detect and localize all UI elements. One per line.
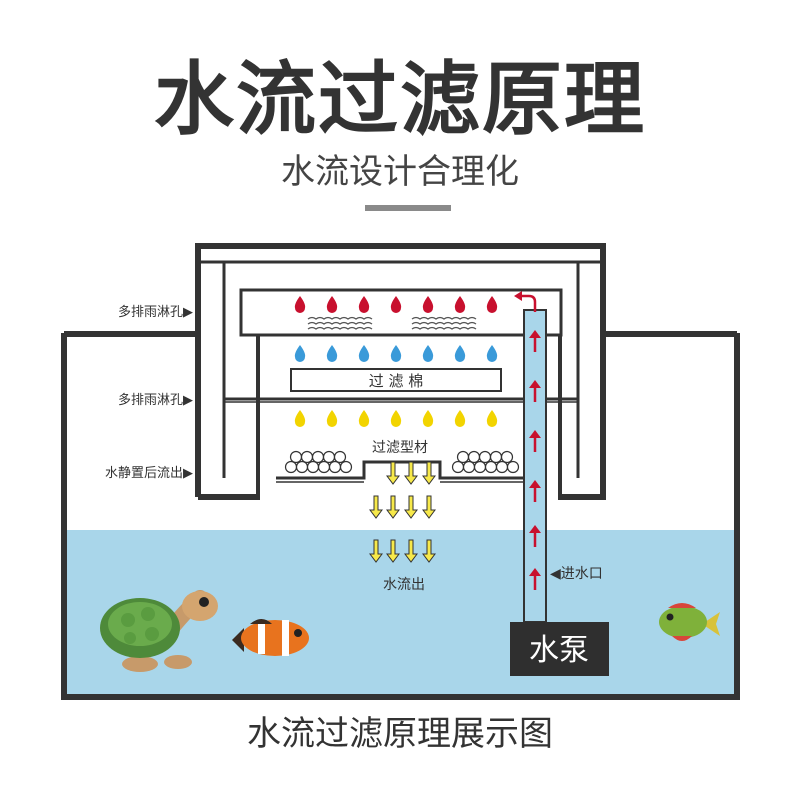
water-drop-icon — [390, 296, 402, 313]
water-drop-icon — [422, 410, 434, 427]
filter-ball-icon — [489, 450, 503, 464]
filter-ball-icon — [478, 450, 492, 464]
down-arrow-icon — [369, 495, 383, 519]
turtle-icon — [100, 590, 218, 672]
filter-ball-icon — [506, 460, 520, 474]
pipe-outlet-arrowhead — [514, 291, 522, 301]
up-arrow-icon — [529, 430, 541, 438]
label-water-inlet: ◀进水口 — [550, 566, 603, 582]
water-drop-icon — [454, 410, 466, 427]
filter-ball-icon — [500, 450, 514, 464]
filter-ball-icon — [295, 460, 309, 474]
filter-ball-icon — [284, 460, 298, 474]
down-arrow-icon — [386, 539, 400, 563]
down-arrow-icon — [404, 539, 418, 563]
water-drop-icon — [358, 410, 370, 427]
filter-box-outer — [195, 243, 606, 500]
filter-ball-icon — [317, 460, 331, 474]
water-drop-icon — [454, 345, 466, 362]
up-arrows — [529, 330, 541, 590]
filter-cotton-label: 过 滤 棉 — [369, 372, 424, 390]
filter-ball-icon — [473, 460, 487, 474]
filter-ball-icon — [333, 450, 347, 464]
down-arrow-icon — [422, 539, 436, 563]
filter-ball-icon — [451, 460, 465, 474]
water-drop-icon — [486, 345, 498, 362]
filter-ball-icon — [484, 460, 498, 474]
diagram-caption: 水流过滤原理展示图 — [247, 714, 553, 754]
down-arrows — [369, 461, 436, 563]
filter-ball-icon — [306, 460, 320, 474]
label-rain-holes-2: 多排雨淋孔▶ — [118, 392, 193, 408]
up-arrow-icon — [529, 568, 541, 576]
water-out-label: 水流出 — [383, 577, 425, 593]
water-waves — [307, 316, 477, 330]
filter-ball-icon — [339, 460, 353, 474]
filter-ball-icon — [456, 450, 470, 464]
water-drop-icon — [422, 345, 434, 362]
water-drop-icon — [358, 296, 370, 313]
water-drop-icon — [390, 345, 402, 362]
water-drop-icon — [486, 296, 498, 313]
filter-ball-icon — [495, 460, 509, 474]
pipe-outlet-arrow — [521, 294, 537, 312]
water-drop-icon — [326, 296, 338, 313]
water-drop-icon — [326, 345, 338, 362]
wave-line — [411, 321, 477, 325]
water-drop-icon — [294, 345, 306, 362]
water-drop-icon — [358, 345, 370, 362]
filter-ball-icon — [328, 460, 342, 474]
water-drop-icon — [454, 296, 466, 313]
down-arrow-icon — [386, 495, 400, 519]
filter-cotton-box — [290, 368, 502, 392]
filter-balls — [284, 450, 520, 474]
page-title: 水流过滤原理 — [154, 53, 646, 146]
title-divider — [365, 205, 451, 211]
filter-material-label: 过滤型材 — [372, 440, 428, 456]
water-pump — [510, 622, 609, 676]
water-drop-icon — [486, 410, 498, 427]
water-drop-icon — [294, 296, 306, 313]
wave-line — [307, 316, 373, 320]
page-subtitle: 水流设计合理化 — [281, 152, 519, 192]
filter-ball-icon — [322, 450, 336, 464]
water-drop-icon — [294, 410, 306, 427]
down-arrow-icon — [404, 495, 418, 519]
label-still-outflow: 水静置后流出▶ — [105, 466, 193, 481]
down-arrow-icon — [422, 461, 436, 485]
down-arrow-icon — [404, 461, 418, 485]
filter-ball-icon — [467, 450, 481, 464]
clownfish-icon — [232, 619, 309, 656]
down-arrow-icon — [369, 539, 383, 563]
down-arrow-icon — [422, 495, 436, 519]
filter-ball-icon — [289, 450, 303, 464]
wave-line — [411, 326, 477, 330]
up-arrow-icon — [529, 525, 541, 533]
green-fish-icon — [659, 603, 720, 641]
bottom-tray — [276, 460, 525, 480]
water-drop-icon — [390, 410, 402, 427]
tank-outline — [61, 333, 740, 700]
down-arrow-icon — [386, 461, 400, 485]
filter-ball-icon — [300, 450, 314, 464]
up-arrow-icon — [529, 480, 541, 488]
up-arrow-icon — [529, 330, 541, 338]
wave-line — [411, 316, 477, 320]
wave-line — [307, 326, 373, 330]
water-drops — [294, 296, 498, 427]
filter-ball-icon — [311, 450, 325, 464]
water-drop-icon — [422, 296, 434, 313]
wave-line — [307, 321, 373, 325]
water-drop-icon — [326, 410, 338, 427]
pump-label: 水泵 — [529, 633, 589, 668]
filter-ball-icon — [462, 460, 476, 474]
up-arrow-icon — [529, 380, 541, 388]
top-tray — [239, 288, 563, 337]
label-rain-holes-1: 多排雨淋孔▶ — [118, 304, 193, 320]
